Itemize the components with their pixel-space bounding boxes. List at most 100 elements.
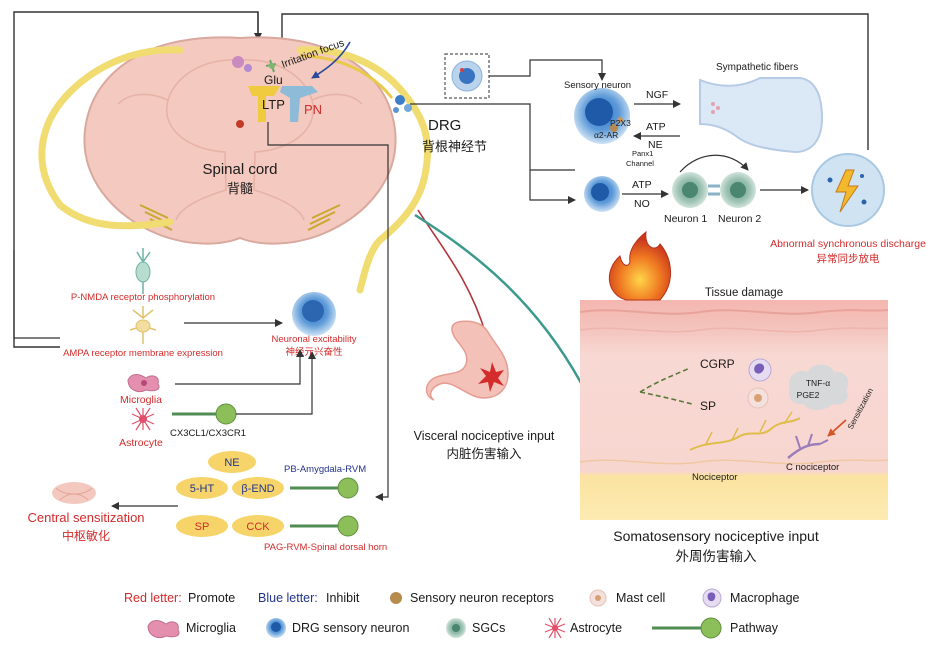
spinal-cord-title: Spinal cord — [202, 161, 277, 178]
drg-thumbnail — [444, 53, 490, 99]
nerve-right-top — [296, 46, 432, 294]
excitability-label: Neuronal excitability — [271, 334, 356, 345]
visceral-label-cn: 内脏伤害输入 — [446, 446, 522, 461]
neuron-1-sgc — [672, 172, 708, 208]
sensory-neuron-label: Sensory neuron — [564, 80, 631, 91]
legend-macrophage: Macrophage — [730, 591, 800, 605]
sympathetic-fiber — [699, 77, 824, 154]
cx3-label: CX3CL1/CX3CR1 — [170, 428, 246, 439]
channel-label: Channel — [626, 159, 654, 168]
nociceptor-label: Nociceptor — [692, 472, 737, 483]
c-nociceptor-label: C nociceptor — [786, 462, 839, 473]
nmda-neuron-icon — [135, 248, 151, 294]
cgrp-label: CGRP — [700, 357, 735, 371]
spinal-cord-title-cn: 背髓 — [227, 181, 253, 196]
legend-pathway: Pathway — [730, 621, 779, 635]
5ht-node-label: 5-HT — [190, 483, 215, 495]
abnormal-discharge-label: Abnormal synchronous discharge — [770, 238, 926, 250]
c-nociceptor-fibers — [787, 433, 829, 459]
ngf-label: NGF — [646, 89, 668, 101]
pn-label: PN — [304, 102, 322, 117]
tissue-block — [579, 300, 889, 520]
atp-label-1: ATP — [646, 121, 666, 133]
sensitization-arrow — [827, 419, 847, 437]
thumbnail-to-sensory-arrow — [489, 59, 606, 81]
neuron-1-label: Neuron 1 — [664, 213, 707, 225]
drg-title: DRG — [428, 117, 461, 134]
cck-node — [232, 515, 284, 537]
tnf-label: TNF-α — [806, 378, 830, 388]
central-sensitization-icon — [52, 482, 96, 504]
sympathetic-label: Sympathetic fibers — [716, 62, 798, 73]
legend-astrocyte: Astrocyte — [570, 621, 622, 635]
legend-microglia: Microglia — [186, 621, 236, 635]
pb-pathway — [290, 477, 359, 499]
drg-cells-on-nerve — [393, 95, 412, 113]
sp-node — [176, 515, 228, 537]
ne-node — [208, 451, 256, 473]
irritation-focus-cells — [232, 56, 277, 73]
nerve-right-inner — [299, 54, 394, 99]
fire-icon — [608, 230, 672, 301]
microglia-label: Microglia — [120, 394, 162, 406]
sp-label-tissue: SP — [700, 399, 716, 413]
cck-node-label: CCK — [246, 521, 270, 533]
ampa-neuron-icon — [129, 306, 157, 344]
excitability-neuron — [292, 292, 336, 336]
atp-label-2: ATP — [632, 179, 652, 191]
neuron-2-label: Neuron 2 — [718, 213, 761, 225]
glu-receptor — [248, 86, 280, 122]
pge2-label: PGE2 — [797, 390, 820, 400]
astrocyte-label: Astrocyte — [119, 437, 163, 449]
legend-promote: Promote — [188, 591, 235, 605]
cx3-to-excitability — [236, 351, 316, 415]
legend-pathway-icon — [652, 617, 722, 639]
ne-label-1: NE — [648, 139, 663, 151]
loop-line-ampa — [13, 250, 60, 339]
p2x3-label: P2X3 — [610, 118, 631, 128]
drg-neuron-2 — [584, 176, 620, 212]
visceral-label: Visceral nociceptive input — [414, 429, 555, 443]
neuron-2-sgc — [720, 172, 756, 208]
macrophage-in-tissue — [748, 358, 772, 382]
legend-sgcs: SGCs — [472, 621, 505, 635]
a2ar-label: α2-AR — [594, 130, 618, 140]
glu-label: Glu — [264, 73, 283, 87]
legend-microglia-icon — [147, 620, 180, 639]
bend-node-label: β-END — [241, 483, 274, 495]
nociceptor-fibers — [689, 411, 801, 451]
cgrp-fiber — [639, 367, 691, 393]
legend-drg-neuron: DRG sensory neuron — [292, 621, 409, 635]
legend-astrocyte-icon — [544, 617, 566, 639]
legend-drg-neuron-icon — [266, 618, 286, 638]
nmda-label: P-NMDA receptor phosphorylation — [71, 292, 215, 303]
nerve-visceral — [417, 209, 487, 336]
pag-label: PAG-RVM-Spinal dorsal horn — [264, 542, 387, 553]
pn-neuron — [280, 86, 318, 122]
ltp-down-line — [267, 122, 389, 501]
microglia-icon — [127, 374, 160, 393]
drg-to-inset-line — [410, 103, 575, 171]
legend-macrophage-icon — [702, 588, 722, 608]
sp-fiber — [639, 391, 693, 405]
ltp-label: LTP — [262, 97, 285, 112]
pb-label: PB-Amygdala-RVM — [284, 464, 366, 475]
ne-node-label: NE — [224, 457, 239, 469]
tissue-damage-label: Tissue damage — [705, 287, 783, 299]
astrocyte-icon — [131, 407, 155, 431]
mast-cell-in-tissue — [747, 387, 769, 409]
spinal-cord — [83, 36, 397, 245]
irritation-arrow — [311, 41, 351, 79]
cx3-pathway — [172, 403, 237, 425]
excitability-label-cn: 神经元兴奋性 — [285, 346, 343, 358]
pag-pathway — [290, 515, 359, 537]
microglia-to-excitability — [175, 349, 304, 385]
cytokine-cloud — [788, 364, 849, 410]
sensory-neuron — [574, 88, 630, 144]
drg-to-inset-arrow — [529, 170, 576, 204]
nerve-somatic — [414, 213, 592, 401]
legend-mast: Mast cell — [616, 591, 665, 605]
no-label: NO — [634, 198, 650, 210]
